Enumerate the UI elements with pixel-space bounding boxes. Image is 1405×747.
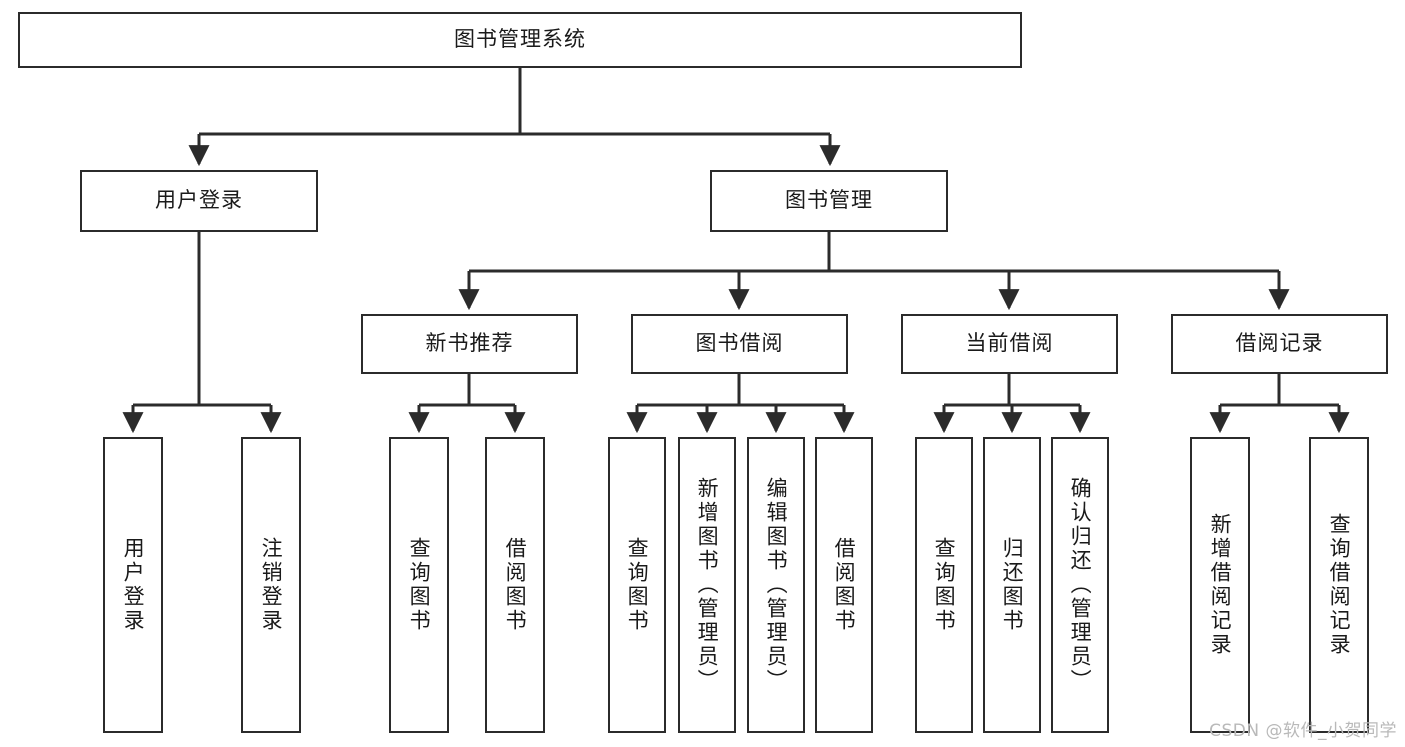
node-new-book-recommendation[interactable]: 新书推荐 <box>361 314 578 374</box>
node-leaf-borrow-book-1[interactable]: 借阅图书 <box>485 437 545 733</box>
node-leaf-query-book-2-label: 查询图书 <box>625 537 650 633</box>
node-leaf-add-book[interactable]: 新增图书（管理员） <box>678 437 736 733</box>
node-leaf-user-logout[interactable]: 注销登录 <box>241 437 301 733</box>
node-leaf-query-book-3-label: 查询图书 <box>932 537 957 633</box>
node-leaf-confirm-return[interactable]: 确认归还（管理员） <box>1051 437 1109 733</box>
node-current-borrow-label: 当前借阅 <box>965 331 1054 356</box>
node-leaf-user-logout-label: 注销登录 <box>259 537 284 633</box>
node-leaf-borrow-book-2-label: 借阅图书 <box>832 537 857 633</box>
node-leaf-query-book-1[interactable]: 查询图书 <box>389 437 449 733</box>
node-borrow-record-label: 借阅记录 <box>1235 331 1324 356</box>
node-leaf-query-borrow-record[interactable]: 查询借阅记录 <box>1309 437 1369 733</box>
node-book-management[interactable]: 图书管理 <box>710 170 948 232</box>
node-leaf-confirm-return-label: 确认归还（管理员） <box>1068 477 1093 693</box>
node-leaf-add-borrow-record[interactable]: 新增借阅记录 <box>1190 437 1250 733</box>
node-leaf-query-borrow-record-label: 查询借阅记录 <box>1327 513 1352 657</box>
node-book-management-label: 图书管理 <box>785 188 873 213</box>
node-root-label: 图书管理系统 <box>454 27 586 52</box>
node-leaf-edit-book[interactable]: 编辑图书（管理员） <box>747 437 805 733</box>
node-user-login[interactable]: 用户登录 <box>80 170 318 232</box>
node-root[interactable]: 图书管理系统 <box>18 12 1022 68</box>
node-leaf-query-book-1-label: 查询图书 <box>407 537 432 633</box>
node-leaf-user-login[interactable]: 用户登录 <box>103 437 163 733</box>
node-leaf-return-book[interactable]: 归还图书 <box>983 437 1041 733</box>
node-current-borrow[interactable]: 当前借阅 <box>901 314 1118 374</box>
node-book-borrow[interactable]: 图书借阅 <box>631 314 848 374</box>
node-leaf-return-book-label: 归还图书 <box>1000 537 1025 633</box>
node-leaf-add-borrow-record-label: 新增借阅记录 <box>1208 513 1233 657</box>
node-leaf-borrow-book-1-label: 借阅图书 <box>503 537 528 633</box>
node-leaf-query-book-3[interactable]: 查询图书 <box>915 437 973 733</box>
node-leaf-user-login-label: 用户登录 <box>121 537 146 633</box>
node-leaf-add-book-label: 新增图书（管理员） <box>695 477 720 693</box>
node-leaf-query-book-2[interactable]: 查询图书 <box>608 437 666 733</box>
node-book-borrow-label: 图书借阅 <box>695 331 784 356</box>
node-leaf-borrow-book-2[interactable]: 借阅图书 <box>815 437 873 733</box>
node-borrow-record[interactable]: 借阅记录 <box>1171 314 1388 374</box>
node-leaf-edit-book-label: 编辑图书（管理员） <box>764 477 789 693</box>
watermark-text: CSDN @软件_小贺同学 <box>1209 721 1397 741</box>
node-new-book-recommendation-label: 新书推荐 <box>425 331 514 356</box>
node-user-login-label: 用户登录 <box>155 188 243 213</box>
